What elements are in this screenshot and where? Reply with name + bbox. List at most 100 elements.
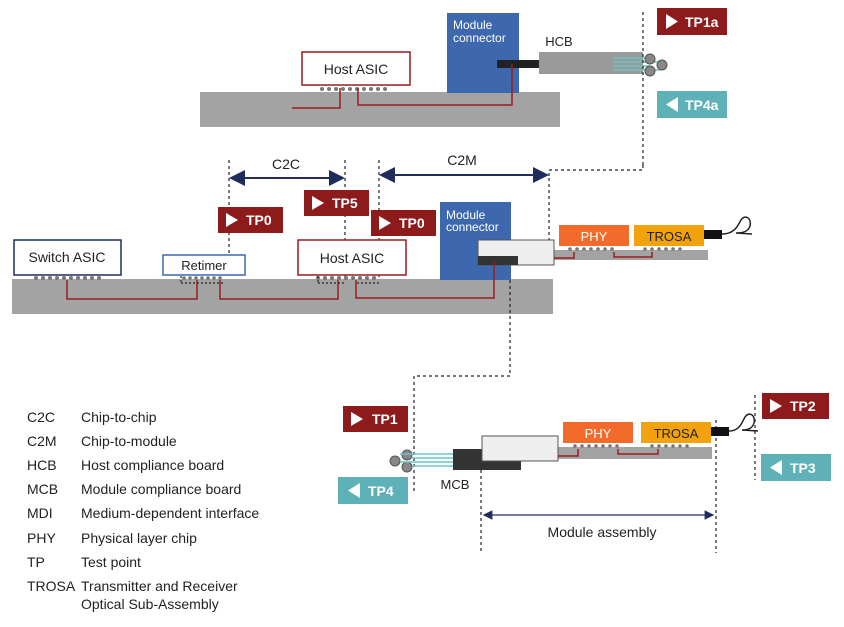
legend-abbr: HCB xyxy=(27,457,57,473)
legend-abbr: MCB xyxy=(27,481,59,497)
legend-row: MDI Medium-dependent interface xyxy=(27,505,259,521)
bottom-fibers xyxy=(400,453,455,467)
switch-asic-balls xyxy=(34,276,101,280)
retimer-balls xyxy=(182,276,222,280)
tp0-left-label: TP0 xyxy=(246,212,272,228)
tp4a-label: TP4a xyxy=(685,97,719,113)
tp4-badge: TP4 xyxy=(338,477,408,504)
bottom-fiber-boot xyxy=(711,427,729,436)
tp2-badge: TP2 xyxy=(762,393,829,419)
legend-desc: Test point xyxy=(81,554,141,570)
tp0-right-label: TP0 xyxy=(399,215,425,231)
middle-trosa-label: TROSA xyxy=(647,229,692,244)
tp2-label: TP2 xyxy=(790,398,816,414)
retimer-label: Retimer xyxy=(181,258,227,273)
tp5-label: TP5 xyxy=(332,195,358,211)
legend-desc: Module compliance board xyxy=(81,481,242,497)
bottom-phy-label: PHY xyxy=(585,426,612,441)
legend-abbr: MDI xyxy=(27,505,53,521)
top-module-connector xyxy=(447,13,519,93)
middle-fiber-loop xyxy=(721,216,753,235)
middle-host-asic-balls xyxy=(316,276,376,280)
middle-module-connector-label-1: Module xyxy=(446,208,486,222)
tp1a-label: TP1a xyxy=(685,14,719,30)
legend-row: PHY Physical layer chip xyxy=(27,530,197,546)
tp0-right-badge: TP0 xyxy=(371,210,436,236)
hcb-label: HCB xyxy=(545,34,572,49)
middle-host-asic-box xyxy=(297,239,407,276)
legend-abbr: PHY xyxy=(27,530,56,546)
bottom-module-balls xyxy=(573,444,689,448)
top-trace-1 xyxy=(292,88,341,109)
legend-row: HCB Host compliance board xyxy=(27,457,224,473)
tp1-badge: TP1 xyxy=(343,406,408,432)
middle-module-pcb xyxy=(552,250,708,260)
middle-host-board xyxy=(12,279,553,314)
tp4-label: TP4 xyxy=(368,483,394,499)
tp5-badge: TP5 xyxy=(304,190,369,216)
bottom-module-pcb xyxy=(556,447,712,459)
middle-trosa-box xyxy=(634,225,704,246)
bottom-module-housing xyxy=(481,435,559,462)
tp1a-badge: TP1a xyxy=(657,8,727,35)
legend-abbr: TP xyxy=(27,554,45,570)
bottom-fiber-loop xyxy=(728,413,759,432)
bottom-phy-box xyxy=(563,422,633,443)
top-host-board xyxy=(200,92,560,127)
mid-trace-phy-trosa xyxy=(554,252,575,259)
top-trace-2 xyxy=(357,64,513,106)
legend-desc-cont: Optical Sub-Assembly xyxy=(81,596,219,612)
bottom-section: TP1 TP4 TP2 TP3 MCB xyxy=(338,393,831,553)
bottom-trosa-label: TROSA xyxy=(654,426,699,441)
top-section: Host ASIC Module connector HCB xyxy=(200,8,727,178)
legend-desc: Host compliance board xyxy=(81,457,225,473)
top-module-connector-label-2: connector xyxy=(453,31,506,45)
top-to-middle-dash xyxy=(548,165,644,178)
c2c-label: C2C xyxy=(272,156,300,172)
legend-row: Optical Sub-Assembly xyxy=(27,596,219,612)
legend-desc: Medium-dependent interface xyxy=(81,505,260,521)
top-host-asic-box xyxy=(301,51,411,86)
legend-row: MCB Module compliance board xyxy=(27,481,241,497)
mid-trace-asic-connector xyxy=(355,262,495,299)
top-coax-connectors xyxy=(644,53,668,77)
top-connector-slot xyxy=(497,60,541,68)
legend-row: TP Test point xyxy=(27,554,141,570)
bottom-coax-connectors xyxy=(389,449,413,473)
legend-abbr: C2C xyxy=(27,409,56,425)
middle-to-bottom-dash xyxy=(413,280,511,440)
legend-row: C2M Chip-to-module xyxy=(27,433,177,449)
middle-phy-label: PHY xyxy=(581,229,608,244)
mcb-label: MCB xyxy=(441,477,470,492)
tp0-left-badge: TP0 xyxy=(218,207,283,233)
legend-abbr: C2M xyxy=(27,433,57,449)
tp1-label: TP1 xyxy=(372,411,398,427)
top-host-asic-label: Host ASIC xyxy=(324,61,389,77)
legend-row: C2C Chip-to-chip xyxy=(27,409,156,425)
middle-module-balls xyxy=(568,247,682,251)
middle-host-asic-label: Host ASIC xyxy=(320,250,385,266)
mid-trace-switch-retimer xyxy=(66,280,198,300)
middle-fiber-boot xyxy=(704,230,722,239)
switch-asic-box xyxy=(13,239,122,276)
legend-desc: Physical layer chip xyxy=(81,530,197,546)
middle-dash-boxes xyxy=(180,276,379,284)
legend-desc: Chip-to-module xyxy=(81,433,177,449)
middle-module-connector-label-2: connector xyxy=(446,220,499,234)
middle-phy-box xyxy=(559,225,629,246)
mid-trace-retimer-asic xyxy=(219,280,339,300)
legend-abbr: TROSA xyxy=(27,578,76,594)
top-module-connector-label-1: Module xyxy=(453,18,493,32)
tp3-label: TP3 xyxy=(790,460,816,476)
middle-section: C2C C2M TP0 TP5 TP0 Switch ASIC xyxy=(12,152,753,440)
legend-desc: Chip-to-chip xyxy=(81,409,157,425)
c2m-label: C2M xyxy=(447,152,477,168)
switch-asic-label: Switch ASIC xyxy=(28,249,105,265)
middle-module-plug xyxy=(478,256,518,265)
bottom-trace-phy xyxy=(558,449,579,457)
tp3-badge: TP3 xyxy=(761,454,831,481)
tp4a-badge: TP4a xyxy=(657,91,727,118)
module-assembly-label: Module assembly xyxy=(548,524,657,540)
